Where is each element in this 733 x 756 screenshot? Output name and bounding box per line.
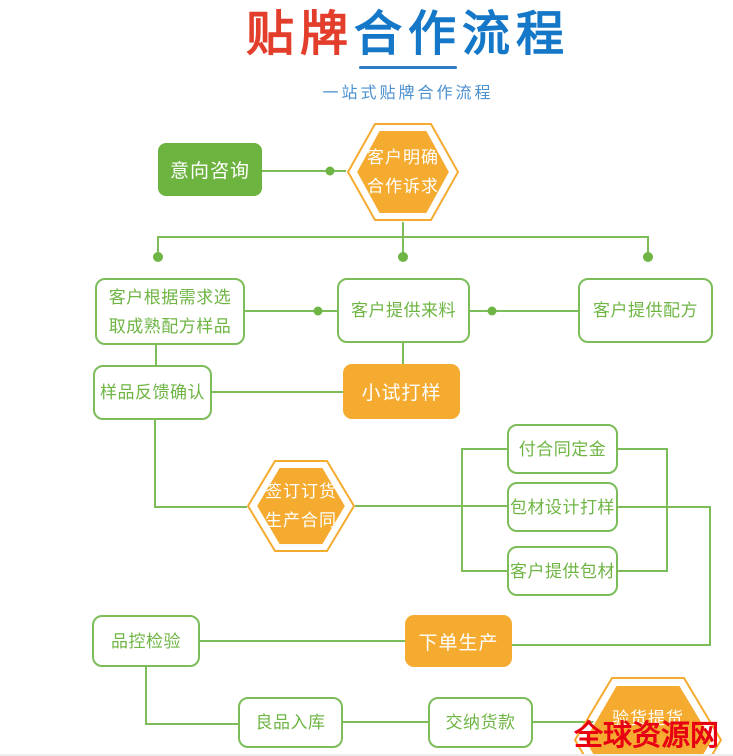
node-label: 客户提供配方 bbox=[593, 301, 698, 320]
node-intent-consult: 意向咨询 bbox=[158, 143, 262, 196]
page-title: 贴牌合作流程 bbox=[246, 0, 570, 64]
node-good-products-storage: 良品入库 bbox=[238, 697, 343, 748]
connector-dot bbox=[643, 252, 653, 262]
node-label: 客户提供来料 bbox=[351, 301, 456, 320]
node-label: 样品反馈确认 bbox=[100, 383, 205, 402]
node-label: 良品入库 bbox=[255, 713, 326, 732]
node-label: 下单生产 bbox=[418, 632, 499, 654]
node-label: 交纳货款 bbox=[445, 713, 516, 732]
node-package-design-proof: 包材设计打样 bbox=[507, 482, 618, 532]
node-customer-provides-formula: 客户提供配方 bbox=[578, 278, 713, 343]
node-sample-feedback-confirm: 样品反馈确认 bbox=[93, 365, 212, 420]
node-label: 意向咨询 bbox=[169, 161, 250, 182]
node-label: 客户明确 合作诉求 bbox=[367, 148, 439, 196]
node-trial-proofing: 小试打样 bbox=[343, 364, 460, 419]
subtitle: 一站式贴牌合作流程 bbox=[322, 85, 494, 102]
node-clarify-demand: 客户明确 合作诉求 bbox=[346, 122, 460, 222]
connector-dot bbox=[487, 306, 497, 316]
node-order-production: 下单生产 bbox=[405, 615, 512, 667]
site-watermark: 全球资源网 bbox=[574, 720, 720, 752]
connector-dot bbox=[398, 252, 408, 262]
node-quality-inspection: 品控检验 bbox=[92, 615, 200, 667]
title-underline-divider bbox=[359, 66, 457, 69]
node-label: 小试打样 bbox=[361, 383, 442, 404]
connector-dot bbox=[313, 306, 323, 316]
node-label: 品控检验 bbox=[111, 631, 181, 651]
node-label: 客户根据需求选 取成熟配方样品 bbox=[108, 287, 232, 336]
hexagon-shape bbox=[246, 460, 356, 552]
node-label: 客户提供包材 bbox=[510, 561, 615, 581]
node-sign-production-contract: 签订订货 生产合同 bbox=[246, 459, 356, 553]
node-inspect-pickup: 验货提货 bbox=[573, 676, 723, 754]
node-label: 验货提货 bbox=[612, 708, 684, 728]
node-label: 包材设计打样 bbox=[510, 497, 615, 517]
node-label: 付合同定金 bbox=[518, 439, 607, 459]
connector-dot bbox=[153, 252, 163, 262]
node-customer-provides-package: 客户提供包材 bbox=[507, 546, 618, 596]
node-pay-for-goods: 交纳货款 bbox=[428, 697, 533, 748]
title-oem-text: 贴牌 bbox=[245, 8, 354, 61]
node-pay-contract-deposit: 付合同定金 bbox=[507, 424, 618, 474]
connector-dot bbox=[325, 166, 335, 176]
node-select-formula-sample: 客户根据需求选 取成熟配方样品 bbox=[95, 278, 245, 345]
node-customer-provides-material: 客户提供来料 bbox=[337, 278, 470, 343]
hexagon-shape bbox=[346, 123, 460, 221]
hexagon-shape bbox=[573, 677, 723, 754]
title-process-text: 合作流程 bbox=[354, 8, 571, 61]
node-label: 签订订货 生产合同 bbox=[265, 482, 337, 530]
